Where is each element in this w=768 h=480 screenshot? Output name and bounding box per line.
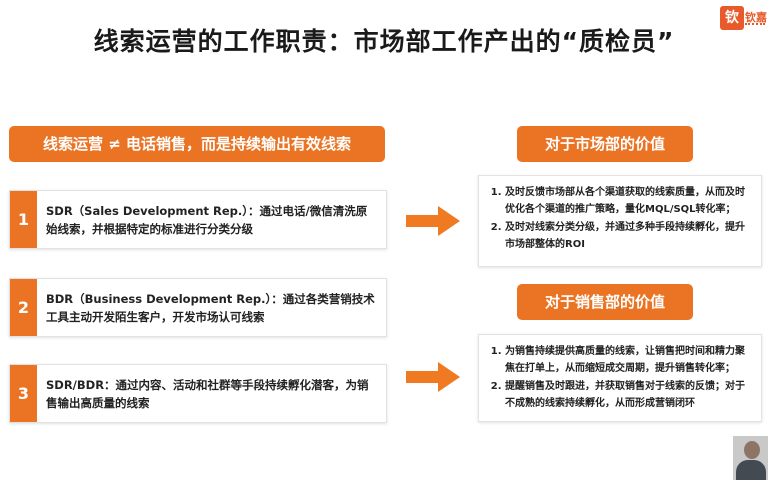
role-description: BDR（Business Development Rep.）：通过各类营销技术工… bbox=[46, 291, 375, 324]
right-arrow-icon bbox=[406, 362, 460, 392]
sales-value-header: 对于销售部的价值 bbox=[517, 284, 693, 320]
sales-value-box: 为销售持续提供高质量的线索，让销售把时间和精力聚焦在打单上，从而缩短成交周期，提… bbox=[478, 334, 762, 422]
marketing-value-header: 对于市场部的价值 bbox=[517, 126, 693, 162]
brand-logo: 钦 钦嘉 bbox=[720, 6, 767, 34]
presenter-webcam bbox=[733, 436, 768, 480]
logo-mark: 钦 bbox=[720, 6, 744, 30]
role-number: 3 bbox=[10, 365, 37, 422]
role-description: SDR（Sales Development Rep.）：通过电话/微信清洗原始线… bbox=[46, 203, 368, 236]
logo-text: 钦嘉 bbox=[745, 11, 767, 24]
left-header: 线索运营 ≠ 电话销售，而是持续输出有效线索 bbox=[9, 126, 385, 162]
list-item: 及时反馈市场部从各个渠道获取的线索质量，从而及时优化各个渠道的推广策略，量化MQ… bbox=[505, 184, 753, 218]
role-number: 1 bbox=[10, 191, 37, 248]
right-arrow-icon bbox=[406, 206, 460, 236]
presenter-head bbox=[744, 441, 760, 459]
list-item: 为销售持续提供高质量的线索，让销售把时间和精力聚焦在打单上，从而缩短成交周期，提… bbox=[505, 343, 753, 377]
marketing-value-box: 及时反馈市场部从各个渠道获取的线索质量，从而及时优化各个渠道的推广策略，量化MQ… bbox=[478, 175, 762, 267]
role-card-sdr: 1 SDR（Sales Development Rep.）：通过电话/微信清洗原… bbox=[9, 190, 387, 249]
role-number: 2 bbox=[10, 279, 37, 336]
list-item: 及时对线索分类分级，并通过多种手段持续孵化，提升市场部整体的ROI bbox=[505, 219, 753, 253]
page-title: 线索运营的工作职责：市场部工作产出的“质检员” bbox=[93, 27, 675, 56]
logo-underline bbox=[745, 23, 765, 28]
role-card-sdr-bdr: 3 SDR/BDR：通过内容、活动和社群等手段持续孵化潜客，为销售输出高质量的线… bbox=[9, 364, 387, 423]
role-card-bdr: 2 BDR（Business Development Rep.）：通过各类营销技… bbox=[9, 278, 387, 337]
role-description: SDR/BDR：通过内容、活动和社群等手段持续孵化潜客，为销售输出高质量的线索 bbox=[46, 377, 369, 410]
presenter-body bbox=[736, 460, 766, 480]
list-item: 提醒销售及时跟进，并获取销售对于线索的反馈；对于不成熟的线索持续孵化，从而形成营… bbox=[505, 378, 753, 412]
